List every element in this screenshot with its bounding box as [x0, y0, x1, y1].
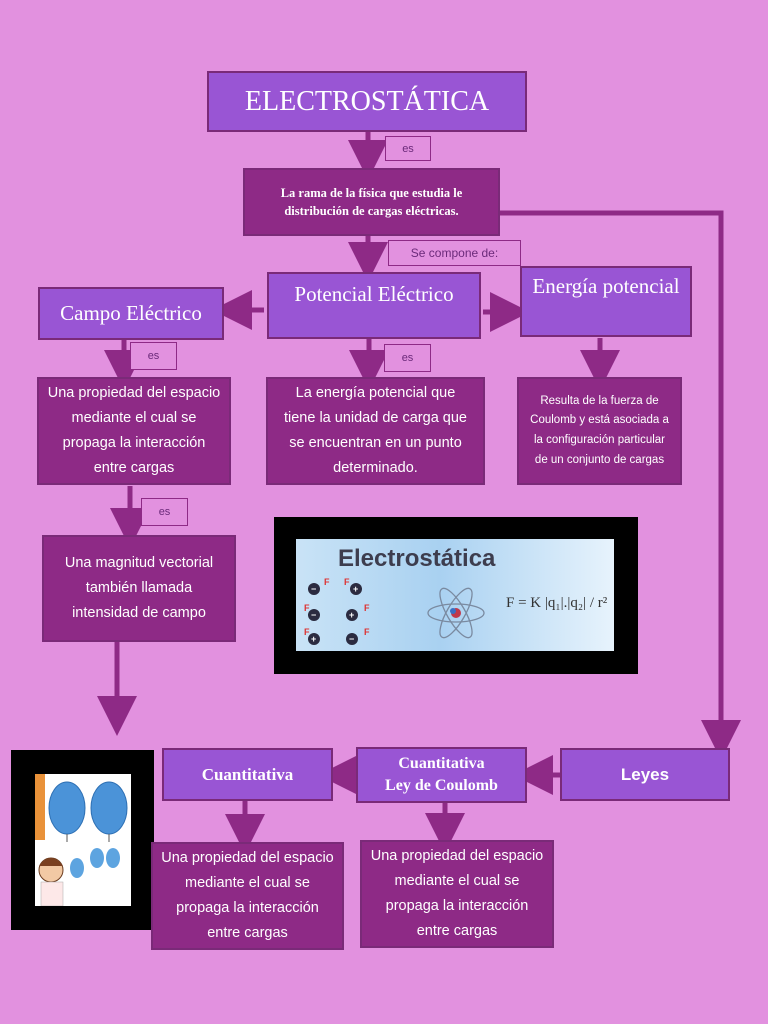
svg-text:F: F	[324, 577, 330, 587]
svg-text:−: −	[311, 584, 316, 594]
balloons-illustration	[35, 774, 131, 907]
leyes-box: Leyes	[560, 748, 730, 801]
svg-text:F: F	[364, 627, 370, 637]
energia-description-box: Resulta de la fuerza de Coulomb y está a…	[517, 377, 682, 485]
balloons-icon	[35, 774, 128, 907]
potencial-electrico-label: Potencial Eléctrico	[294, 282, 454, 306]
connector-label-es-magnitud: es	[141, 498, 188, 526]
svg-text:F: F	[344, 577, 350, 587]
charges-icon: − F F + F − + F F + − F	[304, 577, 370, 645]
cuantitativa-description: Una propiedad del espacio mediante el cu…	[161, 850, 334, 941]
definition-text: La rama de la física que estudia le dist…	[280, 185, 463, 218]
campo-electrico-box: Campo Eléctrico	[38, 287, 224, 340]
coulomb-formula: F = K |q₁|.|q₂| / r²	[506, 595, 608, 611]
svg-text:F: F	[304, 603, 310, 613]
campo-electrico-label: Campo Eléctrico	[60, 301, 202, 325]
potencial-electrico-box: Potencial Eléctrico	[267, 272, 481, 339]
leyes-label: Leyes	[620, 764, 670, 784]
svg-text:−: −	[349, 634, 354, 644]
electrostatica-banner: Electrostática − F F + F − + F F + − F	[296, 539, 614, 651]
potencial-description: La energía potencial que tiene la unidad…	[283, 385, 467, 476]
energia-potencial-box: Energía potencial	[520, 266, 692, 337]
connector-label-es: es	[385, 136, 431, 161]
arrow-definition-leyes	[500, 210, 741, 760]
electrostatica-image: Electrostática − F F + F − + F F + − F	[274, 517, 638, 674]
coulomb-description: Una propiedad del espacio mediante el cu…	[370, 848, 544, 939]
cuantitativa-box: Cuantitativa	[162, 748, 333, 801]
svg-text:−: −	[311, 610, 316, 620]
connector-label-es-campo: es	[130, 342, 177, 370]
connector-label-es-potencial: es	[384, 344, 431, 372]
svg-text:F: F	[364, 603, 370, 613]
page-title: ELECTROSTÁTICA	[244, 85, 490, 117]
cuantitativa-description-box: Una propiedad del espacio mediante el cu…	[151, 842, 344, 950]
svg-text:+: +	[353, 584, 358, 594]
energia-potencial-label: Energía potencial	[532, 274, 680, 298]
svg-text:+: +	[311, 634, 316, 644]
definition-box: La rama de la física que estudia le dist…	[243, 168, 500, 236]
cuantitativa-label: Cuantitativa	[201, 764, 294, 784]
campo-description: Una propiedad del espacio mediante el cu…	[47, 385, 221, 476]
connector-label-se-compone: Se compone de:	[388, 240, 521, 266]
coulomb-description-box: Una propiedad del espacio mediante el cu…	[360, 840, 554, 948]
balloons-image	[11, 750, 154, 930]
banner-title: Electrostática	[338, 545, 496, 572]
ley-coulomb-line1: Cuantitativa	[398, 755, 485, 773]
campo-description-box: Una propiedad del espacio mediante el cu…	[37, 377, 231, 485]
title-box: ELECTROSTÁTICA	[207, 71, 527, 132]
svg-text:+: +	[349, 610, 354, 620]
magnitud-description: Una magnitud vectorial también llamada i…	[64, 555, 214, 621]
potencial-description-box: La energía potencial que tiene la unidad…	[266, 377, 485, 485]
ley-coulomb-line2: Ley de Coulomb	[385, 777, 498, 794]
ley-coulomb-box: Cuantitativa Ley de Coulomb	[356, 747, 527, 803]
svg-text:F: F	[304, 627, 310, 637]
atom-icon	[427, 587, 485, 639]
energia-description: Resulta de la fuerza de Coulomb y está a…	[530, 394, 669, 466]
magnitud-box: Una magnitud vectorial también llamada i…	[42, 535, 236, 642]
